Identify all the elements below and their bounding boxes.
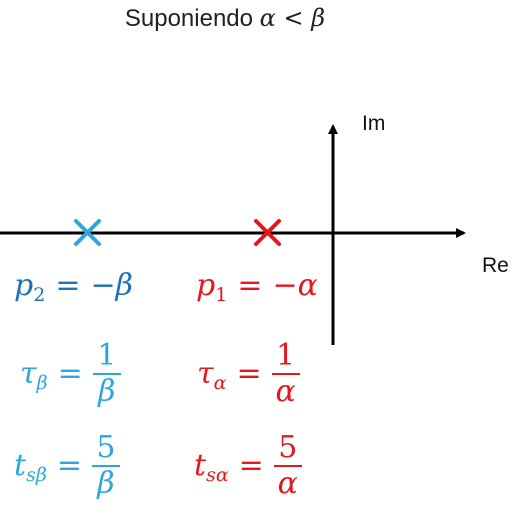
ts-beta-numerator: 5 (96, 430, 116, 465)
real-axis-label: Re (482, 254, 509, 277)
pole-p1-sub: 1 (215, 283, 228, 306)
diagram-title: Suponiendo α < β (60, 4, 390, 33)
tau-beta-denominator: β (98, 373, 116, 409)
ts-beta-equation: t sβ = 5 β (14, 432, 120, 499)
ts-alpha-sub: sα (206, 463, 229, 486)
pole-p1-symbol: p (196, 268, 216, 303)
ts-alpha-denominator: α (277, 465, 298, 501)
ts-alpha-fraction: 5 α (273, 430, 302, 501)
equals-sign: = (55, 268, 81, 303)
tau-beta-symbol: τ (20, 356, 37, 391)
imaginary-axis-label: Im (362, 112, 386, 135)
pole-p2-symbol: p (14, 268, 34, 303)
tau-alpha-fraction: 1 α (271, 338, 300, 409)
equals-sign: = (236, 356, 262, 391)
tau-beta-equation: τ β = 1 β (20, 340, 121, 407)
tau-alpha-numerator: 1 (276, 338, 296, 373)
pole-p2-sub: 2 (33, 283, 46, 306)
ts-beta-sub: sβ (26, 463, 47, 486)
tau-alpha-sub: α (213, 371, 227, 394)
title-math: α < β (259, 4, 326, 32)
ts-alpha-equation: t sα = 5 α (194, 432, 302, 499)
equals-sign: = (56, 448, 82, 483)
ts-alpha-numerator: 5 (278, 430, 298, 465)
title-text: Suponiendo (124, 5, 260, 32)
pole-p1-label: p 1 = −α (196, 268, 318, 306)
tau-alpha-denominator: α (275, 373, 296, 409)
fraction-bar (273, 464, 302, 467)
pole-p2-marker (74, 219, 101, 246)
equals-sign: = (237, 268, 263, 303)
equals-sign: = (57, 356, 83, 391)
pole-p1-marker (254, 219, 281, 246)
equals-sign: = (238, 448, 264, 483)
tau-beta-fraction: 1 β (92, 338, 121, 409)
fraction-bar (271, 372, 300, 375)
pole-p2-value: −β (90, 268, 133, 303)
tau-beta-sub: β (36, 371, 48, 394)
ts-beta-denominator: β (97, 465, 115, 501)
ts-beta-fraction: 5 β (91, 430, 120, 501)
tau-beta-numerator: 1 (97, 338, 117, 373)
tau-alpha-symbol: τ (197, 356, 214, 391)
ts-alpha-symbol: t (194, 448, 207, 483)
ts-beta-symbol: t (14, 448, 27, 483)
fraction-bar (92, 372, 121, 375)
fraction-bar (91, 464, 120, 467)
tau-alpha-equation: τ α = 1 α (197, 340, 300, 407)
pole-p2-label: p 2 = −β (14, 268, 133, 306)
pole-p1-value: −α (272, 268, 318, 303)
